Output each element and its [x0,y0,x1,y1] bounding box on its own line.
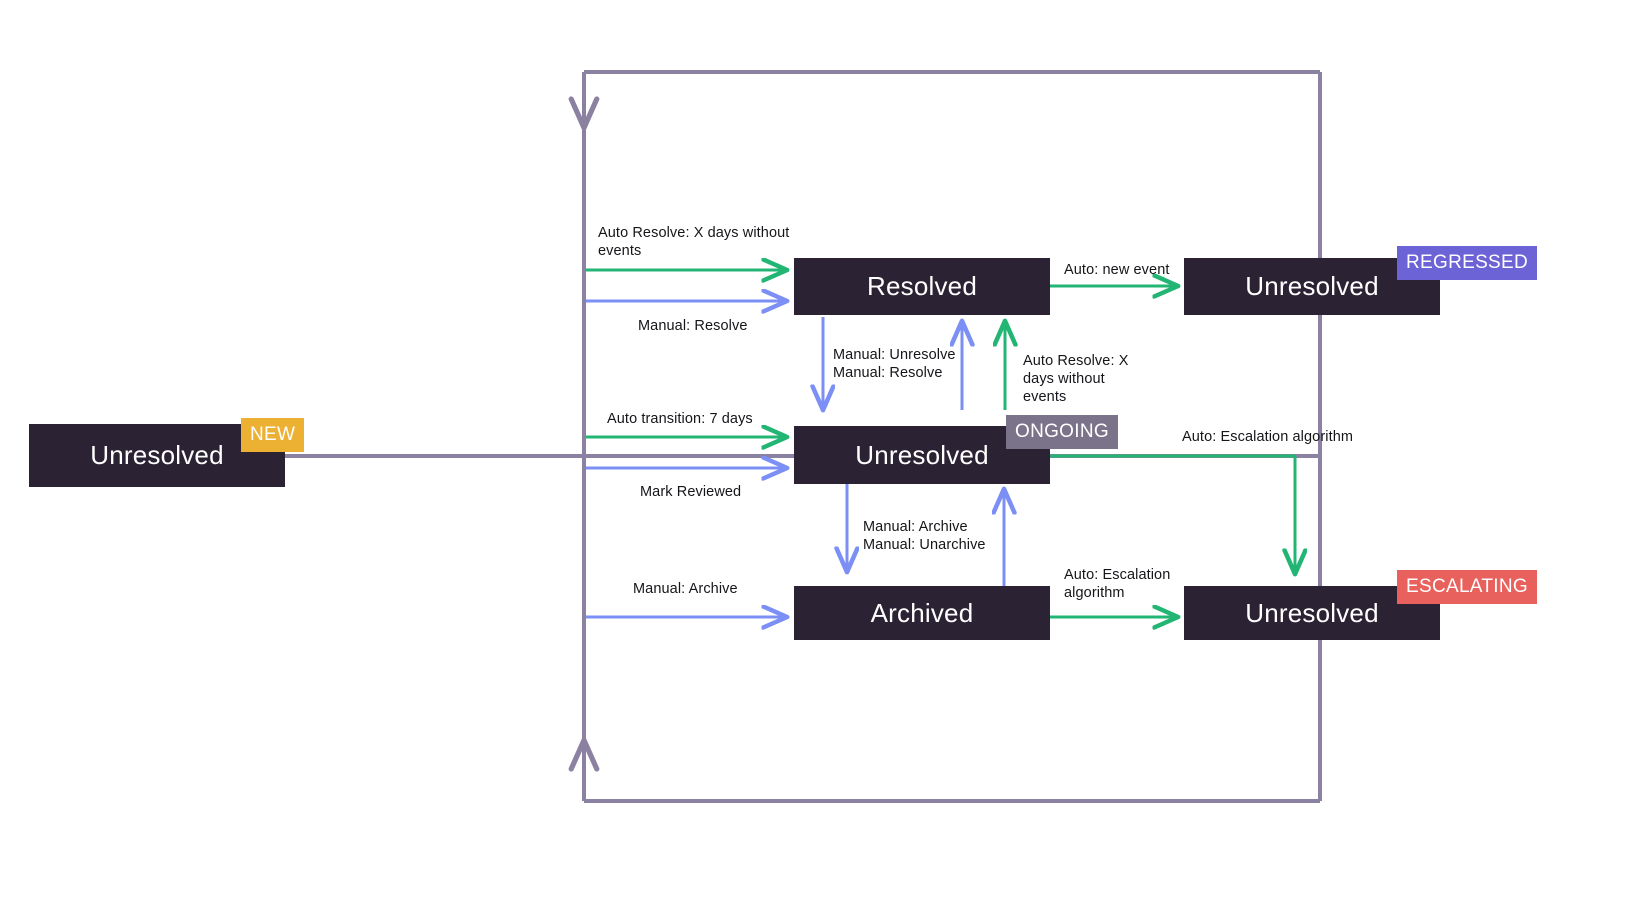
edge-label-manual-archive-unarchive: Manual: Archive Manual: Unarchive [863,519,986,553]
edge-label-auto-resolve-mid: Auto Resolve: X days without events [1023,353,1129,405]
status-badge-escalating: ESCALATING [1397,570,1537,604]
edge-label-manual-unresolve-resolve: Manual: Unresolve Manual: Resolve [833,347,956,381]
edge-label-auto-resolve-top: Auto Resolve: X days without events [598,225,790,259]
edge-label-auto-escalation-bottom: Auto: Escalation algorithm [1064,567,1171,601]
status-badge-label: REGRESSED [1406,252,1529,273]
edge-label-auto-transition-7-days: Auto transition: 7 days [607,411,753,427]
state-node-label: Unresolved [90,440,224,470]
state-node-label: Unresolved [1245,271,1379,301]
state-node-label: Archived [870,597,974,628]
state-node-label: Unresolved [1245,597,1379,628]
status-badge-new: NEW [241,418,305,452]
edge-label-mark-reviewed: Mark Reviewed [640,484,742,500]
state-node-label: Resolved [867,271,977,301]
status-badge-label: ESCALATING [1406,576,1528,597]
state-node-label: Unresolved [855,439,989,470]
state-node-resolved[interactable]: Resolved [794,258,1050,315]
edge-label-auto-escalation-top: Auto: Escalation algorithm [1182,429,1354,445]
status-badge-regressed: REGRESSED [1397,246,1538,280]
state-node-archived[interactable]: Archived [794,586,1050,640]
edge-label-auto-new-event: Auto: new event [1064,262,1170,278]
status-badge-label: NEW [250,424,296,445]
status-badge-ongoing: ONGOING [1006,415,1118,449]
edge-label-manual-resolve: Manual: Resolve [638,318,748,334]
edge-label-manual-archive: Manual: Archive [633,581,738,597]
status-badge-label: ONGOING [1015,421,1109,442]
edge-auto-escalation-top [1050,454,1295,573]
